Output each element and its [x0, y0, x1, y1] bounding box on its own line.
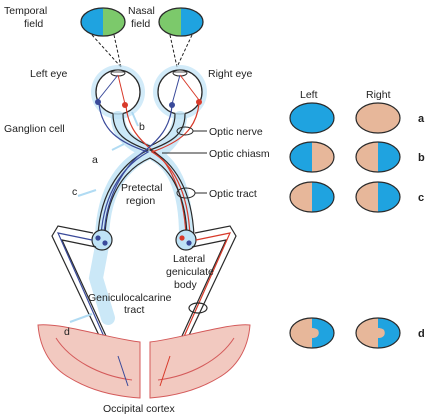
panel-row-a: a — [289, 102, 425, 134]
ganglion-cell-dot — [169, 102, 175, 108]
occipital-cortex-label: Occipital cortex — [103, 403, 176, 415]
lateral-geniculate-label-line3: body — [174, 279, 198, 291]
nasal-field-label-line1: Nasal — [128, 5, 155, 17]
pathway-glow — [88, 111, 193, 325]
sight-lines — [91, 34, 193, 68]
field-blue-half — [181, 8, 203, 36]
ganglion-cell-dot — [95, 99, 101, 105]
pretectal-region-label-line2: region — [126, 195, 155, 207]
field-green-half — [159, 8, 181, 36]
lesion-a-label: a — [92, 154, 98, 166]
ganglion-cell-label: Ganglion cell — [4, 123, 65, 135]
temporal-field-label-line2: field — [24, 18, 43, 30]
optic-tract-label: Optic tract — [209, 188, 257, 200]
left-eye — [91, 65, 145, 119]
temporal-field-label-line1: Temporal — [4, 5, 47, 17]
pretectal-region-label-line1: Pretectal — [121, 182, 162, 194]
left-eye-label: Left eye — [30, 68, 68, 80]
panel-col-left-label: Left — [300, 89, 318, 101]
geniculocalcarine-label-line1: Geniculocalcarine — [88, 292, 172, 304]
optic-pathway-left — [97, 103, 187, 237]
panel-row-d: d — [289, 317, 425, 349]
lateral-geniculate-label-line2: geniculate — [166, 266, 214, 278]
field-green-half — [103, 8, 125, 36]
right-eye-label: Right eye — [208, 68, 253, 80]
panel-row-label-b: b — [418, 152, 425, 164]
optic-nerve-label: Optic nerve — [209, 126, 263, 138]
panel-row-b: b — [289, 141, 425, 173]
ganglion-cell-dot — [196, 99, 202, 105]
left-eye-visual-field — [80, 7, 126, 37]
panel-row-label-a: a — [418, 113, 425, 125]
lateral-geniculate-label-line1: Lateral — [173, 253, 205, 265]
nasal-field-label-line2: field — [131, 18, 150, 30]
panel-col-right-label: Right — [366, 89, 391, 101]
lesion-ring-tract — [188, 302, 208, 314]
ganglion-cell-dot — [122, 102, 128, 108]
optic-chiasm-label: Optic chiasm — [209, 148, 270, 160]
field-defect-panel: Left Right a b — [289, 89, 425, 349]
occipital-cortex — [37, 324, 251, 399]
right-eye — [153, 65, 207, 119]
panel-row-label-d: d — [418, 328, 425, 340]
optic-pathway-right — [103, 103, 200, 237]
lesion-b-label: b — [139, 121, 145, 133]
right-eye-visual-field — [158, 7, 204, 37]
lesion-markers — [69, 111, 139, 323]
panel-row-c: c — [289, 181, 424, 213]
lesion-c-label: c — [72, 186, 77, 198]
geniculocalcarine-label-line2: tract — [124, 304, 145, 316]
field-blue-half — [81, 8, 103, 36]
lesion-d-label: d — [64, 326, 70, 338]
panel-row-label-c: c — [418, 192, 424, 204]
